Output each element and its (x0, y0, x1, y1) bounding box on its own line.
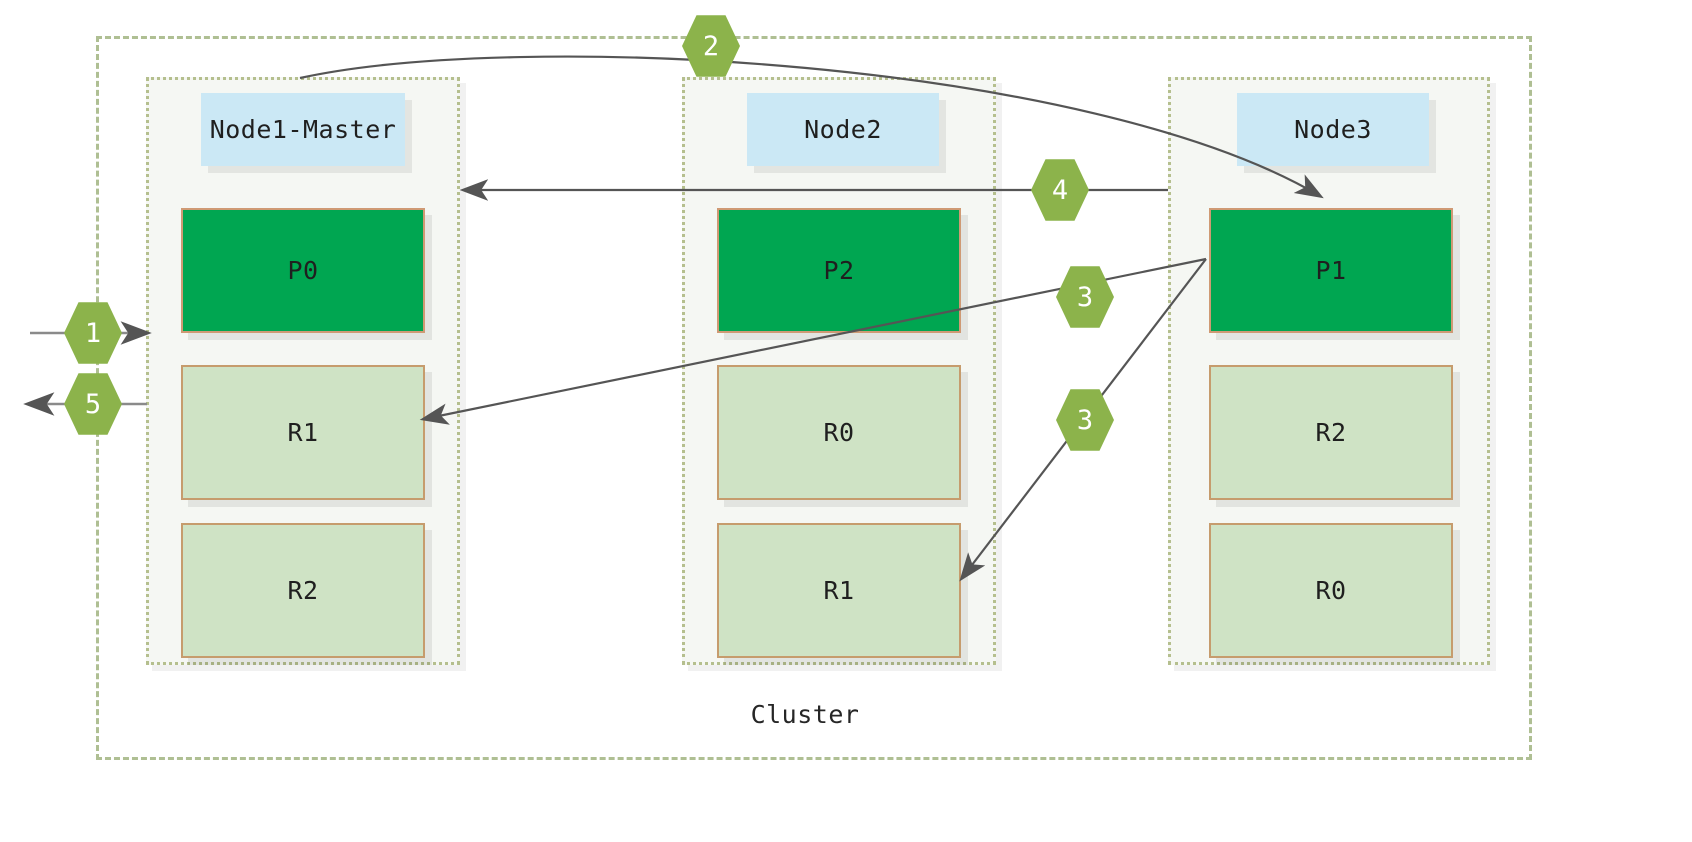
cluster-caption: Cluster (750, 700, 860, 729)
node-title-node1: Node1-Master (201, 93, 405, 166)
node-container-node1: Node1-Master P0 R1 R2 (146, 77, 460, 665)
shard-node3-p1: P1 (1209, 208, 1453, 333)
shard-node2-p2: P2 (717, 208, 961, 333)
node-title-node2: Node2 (747, 93, 939, 166)
shard-node2-r0: R0 (717, 365, 961, 500)
node-title-node3: Node3 (1237, 93, 1429, 166)
shard-node1-r1: R1 (181, 365, 425, 500)
node-container-node2: Node2 P2 R0 R1 (682, 77, 996, 665)
shard-node1-r2: R2 (181, 523, 425, 658)
shard-node2-r1: R1 (717, 523, 961, 658)
shard-node1-p0: P0 (181, 208, 425, 333)
step-badge-2: 2 (682, 15, 740, 77)
shard-node3-r0: R0 (1209, 523, 1453, 658)
node-container-node3: Node3 P1 R2 R0 (1168, 77, 1490, 665)
shard-node3-r2: R2 (1209, 365, 1453, 500)
